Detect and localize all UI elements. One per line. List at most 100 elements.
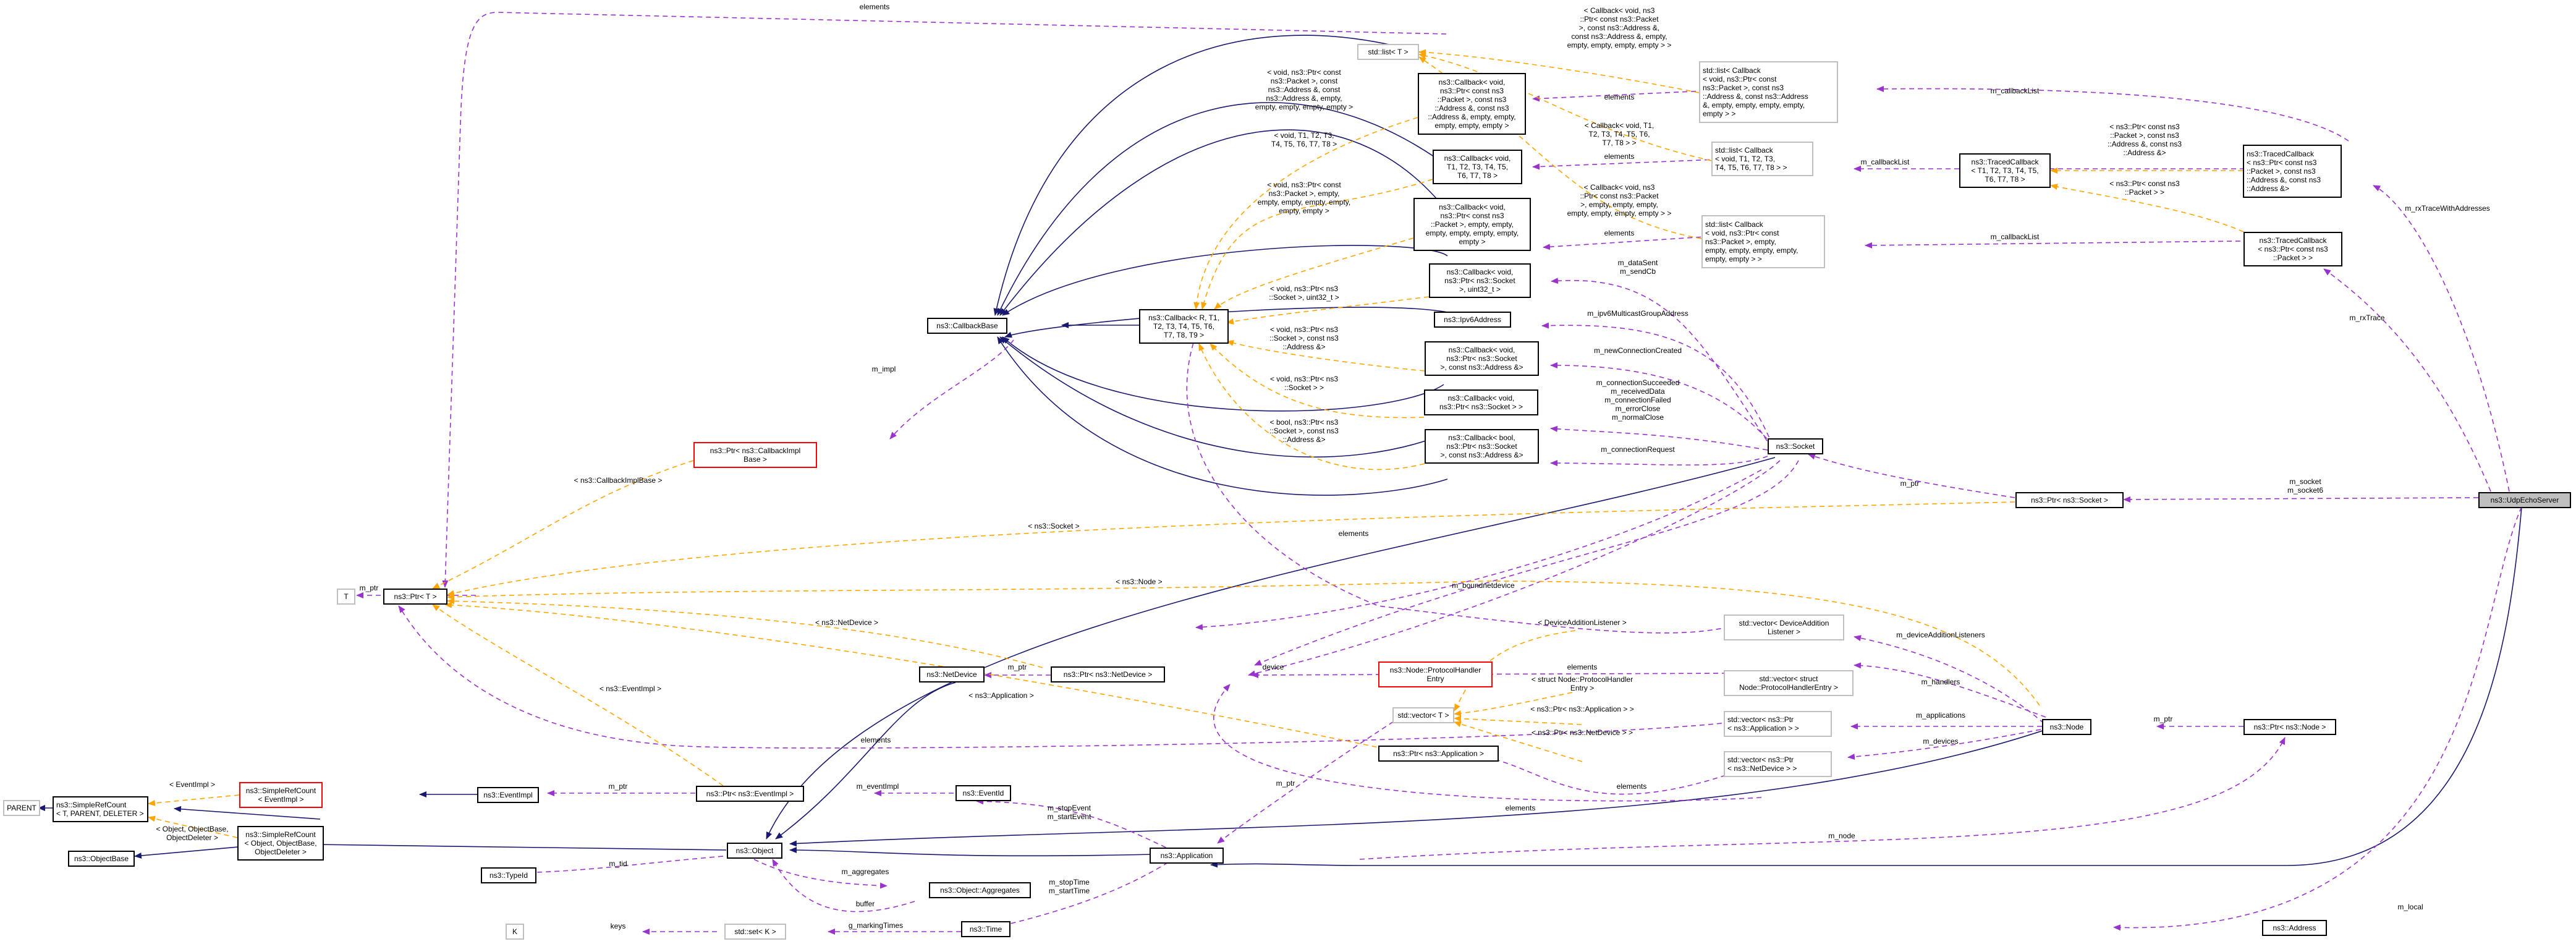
node-socket[interactable]: ns3::Socket (1768, 438, 1823, 454)
node-std-vector-ptr-application[interactable]: std::vector< ns3::Ptr < ns3::Application… (1724, 711, 1832, 737)
node-callback-packet-address-address[interactable]: ns3::Callback< void, ns3::Ptr< const ns3… (1418, 73, 1526, 135)
label-keys: keys (610, 922, 626, 930)
node-ptr-callback-impl-base[interactable]: ns3::Ptr< ns3::CallbackImpl Base > (693, 442, 817, 468)
edge-member (1847, 729, 2041, 760)
node-callback-socket-uint32[interactable]: ns3::Callback< void, ns3::Ptr< ns3::Sock… (1429, 263, 1531, 298)
edge-template (1210, 343, 1425, 419)
node-callback-base[interactable]: ns3::CallbackBase (927, 318, 1007, 334)
node-simple-ref-count-t-parent-deleter[interactable]: ns3::SimpleRefCount < T, PARENT, DELETER… (53, 796, 148, 822)
node-callback-socket[interactable]: ns3::Callback< void, ns3::Ptr< ns3::Sock… (1424, 389, 1538, 415)
node-event-impl[interactable]: ns3::EventImpl (477, 787, 539, 803)
label-g-marking-times: g_markingTimes (848, 921, 904, 930)
node-net-device[interactable]: ns3::NetDevice (919, 666, 985, 682)
node-std-list-t[interactable]: std::list< T > (1357, 44, 1419, 60)
node-ptr-event-impl[interactable]: ns3::Ptr< ns3::EventImpl > (696, 786, 804, 802)
edge-template (1418, 53, 1712, 161)
node-object-aggregates[interactable]: ns3::Object::Aggregates (929, 882, 1031, 898)
node-std-vector-ptr-net-device[interactable]: std::vector< ns3::Ptr < ns3::NetDevice >… (1724, 751, 1832, 777)
node-traced-callback-packet-address[interactable]: ns3::TracedCallback < ns3::Ptr< const ns… (2243, 145, 2342, 198)
edge-member (442, 12, 1447, 588)
node-ptr-t[interactable]: ns3::Ptr< T > (383, 589, 447, 605)
label-elements-top: elements (859, 2, 890, 11)
node-std-vector-t[interactable]: std::vector< T > (1392, 707, 1454, 723)
edge-template (444, 602, 1394, 751)
node-callback-socket-address[interactable]: ns3::Callback< void, ns3::Ptr< ns3::Sock… (1425, 341, 1539, 376)
label-m-eventimpl: m_eventImpl (856, 782, 899, 791)
edge-member (976, 798, 1198, 863)
node-ipv6-address[interactable]: ns3::Ipv6Address (1434, 312, 1511, 328)
node-address[interactable]: ns3::Address (2262, 920, 2327, 936)
node-ptr-net-device[interactable]: ns3::Ptr< ns3::NetDevice > (1051, 666, 1165, 682)
node-traced-callback-packet[interactable]: ns3::TracedCallback < ns3::Ptr< const ns… (2243, 232, 2342, 266)
edge-template (447, 598, 1043, 668)
label-m-rx-trace: m_rxTrace (2349, 313, 2385, 322)
edge-template (447, 580, 2040, 706)
node-traced-callback-t1-t8[interactable]: ns3::TracedCallback < T1, T2, T3, T4, T5… (1959, 153, 2051, 188)
edge-member (1359, 737, 2286, 860)
edge-member (1251, 671, 1736, 678)
label-tpl-callback-socket-address: < void, ns3::Ptr< ns3 ::Socket >, const … (1269, 325, 1339, 351)
edge-template (1454, 715, 1582, 725)
node-object-base[interactable]: ns3::ObjectBase (68, 851, 135, 867)
edge-template (1226, 340, 1425, 372)
node-ptr-node[interactable]: ns3::Ptr< ns3::Node > (2243, 719, 2336, 735)
node-node[interactable]: ns3::Node (2042, 719, 2091, 735)
label-elements-protocol-handler: elements (1567, 663, 1598, 671)
node-callback-void-t1-t8[interactable]: ns3::Callback< void, T1, T2, T3, T4, T5,… (1433, 150, 1522, 184)
node-ptr-application[interactable]: ns3::Ptr< ns3::Application > (1378, 746, 1499, 762)
node-object[interactable]: ns3::Object (727, 843, 782, 859)
node-t[interactable]: T (337, 589, 355, 605)
node-udp-echo-server[interactable]: ns3::UdpEchoServer (2478, 492, 2571, 508)
node-std-list-callback-packet-empty[interactable]: std::list< Callback < void, ns3::Ptr< co… (1701, 215, 1825, 268)
node-ptr-socket[interactable]: ns3::Ptr< ns3::Socket > (2015, 492, 2124, 508)
label-m-tid: m_tid (609, 859, 627, 868)
node-parent[interactable]: PARENT (3, 800, 40, 816)
edge-member (2323, 268, 2491, 492)
node-std-list-callback-packet-address[interactable]: std::list< Callback < void, ns3::Ptr< co… (1699, 61, 1838, 123)
label-m-aggregates: m_aggregates (841, 867, 889, 876)
label-m-device-addition-listeners: m_deviceAdditionListeners (1896, 631, 1985, 639)
label-m-connection-request: m_connectionRequest (1601, 445, 1675, 454)
edge-inherit (997, 336, 1448, 496)
edge-template (1418, 49, 1700, 93)
label-m-ptr-socket: m_ptr (1900, 479, 1920, 488)
node-protocol-handler-entry[interactable]: ns3::Node::ProtocolHandler Entry (1378, 661, 1493, 687)
label-device: device (1262, 663, 1284, 671)
node-event-id[interactable]: ns3::EventId (955, 785, 1011, 801)
edge-member (772, 859, 915, 912)
label-buffer: buffer (855, 899, 875, 908)
node-simple-ref-count-eventimpl[interactable]: ns3::SimpleRefCount < EventImpl > (239, 782, 323, 808)
node-std-vector-device-addition-listener[interactable]: std::vector< DeviceAddition Listener > (1724, 614, 1844, 640)
node-time[interactable]: ns3::Time (961, 921, 1010, 937)
node-application[interactable]: ns3::Application (1150, 848, 1224, 864)
member-edges (356, 12, 2522, 935)
label-tpl-callback-socket-uint32: < void, ns3::Ptr< ns3 ::Socket >, uint32… (1269, 284, 1339, 302)
label-tpl-list-callback-packet-empty: < Callback< void, ns3 ::Ptr< const ns3::… (1567, 183, 1672, 218)
node-std-set-k[interactable]: std::set< K > (724, 924, 786, 940)
label-tpl-object-objectbase-deleter: < Object, ObjectBase, ObjectDeleter > (156, 825, 229, 842)
label-m-bound-net-device: m_boundnetdevice (1452, 581, 1515, 590)
node-std-vector-protocol-handler-entry[interactable]: std::vector< struct Node::ProtocolHandle… (1724, 670, 1854, 696)
label-m-node: m_node (1828, 831, 1855, 840)
node-type-id[interactable]: ns3::TypeId (481, 867, 536, 883)
label-m-ptr-node: m_ptr (2153, 715, 2173, 723)
edge-inherit (999, 129, 1456, 316)
node-k[interactable]: K (506, 924, 524, 940)
node-std-list-callback-t1-t8[interactable]: std::list< Callback < void, T1, T2, T3, … (1711, 142, 1813, 176)
edge-member (1550, 425, 1768, 451)
label-m-ipv6-multicast: m_ipv6MulticastGroupAddress (1587, 309, 1688, 318)
edge-member (753, 859, 888, 889)
label-tpl-net-device: < ns3::NetDevice > (815, 618, 879, 627)
label-tpl-ptr-application: < ns3::Ptr< ns3::Application > > (1530, 705, 1634, 713)
node-callback-r-t1-t9[interactable]: ns3::Callback< R, T1, T2, T3, T4, T5, T6… (1139, 309, 1229, 344)
label-tpl-application: < ns3::Application > (968, 691, 1034, 700)
label-elements-callback-2: elements (1604, 152, 1635, 161)
node-callback-packet-empty[interactable]: ns3::Callback< void, ns3::Ptr< const ns3… (1413, 198, 1531, 251)
label-m-rx-trace-with-addresses: m_rxTraceWithAddresses (2405, 204, 2490, 213)
label-tpl-callback-bool-socket-address: < bool, ns3::Ptr< ns3 ::Socket >, const … (1269, 418, 1339, 444)
node-simple-ref-count-object[interactable]: ns3::SimpleRefCount < Object, ObjectBase… (237, 826, 324, 861)
edge-inherit (999, 336, 1448, 458)
label-m-callback-list-3: m_callbackList (1990, 232, 2040, 241)
node-callback-bool-socket-address[interactable]: ns3::Callback< bool, ns3::Ptr< ns3::Sock… (1425, 429, 1539, 464)
edge-template (1198, 343, 1425, 470)
